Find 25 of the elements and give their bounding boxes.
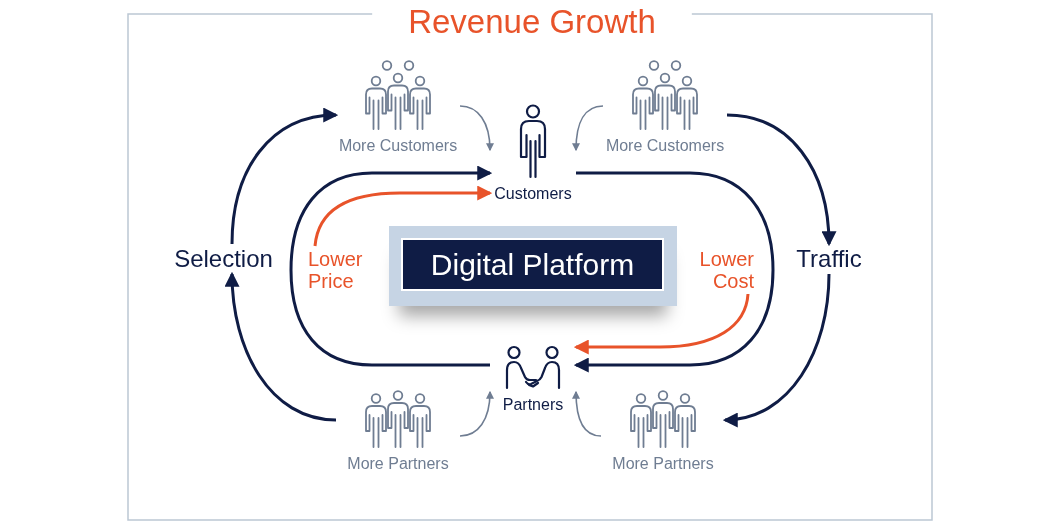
curved-arrow [572,105,604,152]
node-label: More Customers [605,137,725,155]
node-label: Selection [168,244,279,274]
box-label: Digital Platform [430,247,635,282]
curved-arrow [722,273,831,427]
curved-arrow [225,271,337,422]
node-label: More Partners [612,455,714,473]
node-label: Lower Cost [688,246,754,294]
curved-arrow [230,108,339,245]
title: Revenue Growth [408,3,656,41]
node-label: More Partners [347,455,449,473]
node-label: Lower Price [308,246,374,294]
curved-arrow [573,293,750,355]
curved-arrow [289,165,493,367]
curved-arrow [726,113,836,247]
node-label: Traffic [790,244,868,274]
node-label: More Customers [338,137,458,155]
node-label: Customers [494,185,572,203]
curved-arrow [572,390,602,437]
curved-arrow [459,105,494,152]
curved-arrow [313,185,493,247]
node-label: Partners [502,396,564,414]
curved-arrow [459,390,494,437]
curved-arrow [573,171,775,373]
process-box [389,226,677,306]
